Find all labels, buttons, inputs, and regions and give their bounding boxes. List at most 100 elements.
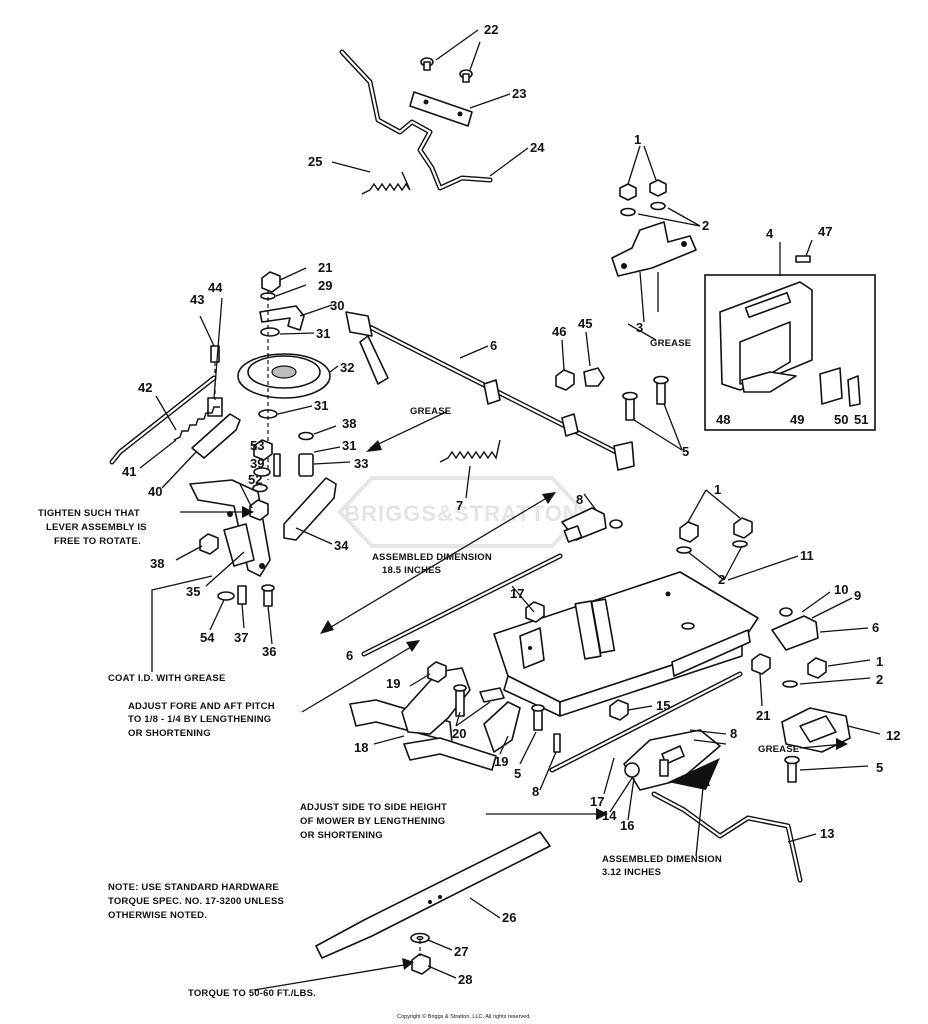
note-hardware-line3: OTHERWISE NOTED. xyxy=(108,910,207,921)
label-19-upper: 19 xyxy=(386,676,400,691)
label-22: 22 xyxy=(484,22,498,37)
label-6-lower: 6 xyxy=(346,648,353,663)
label-2-right: 2 xyxy=(876,672,883,687)
label-36: 36 xyxy=(262,644,276,659)
note-tighten-line3: FREE TO ROTATE. xyxy=(54,536,141,547)
part-5-8-lower-hardware xyxy=(531,704,561,753)
label-51: 51 xyxy=(854,412,868,427)
part-15-21-nuts xyxy=(525,601,771,721)
part-8-clevis-upper xyxy=(561,507,623,543)
label-53: 53 xyxy=(250,438,264,453)
label-3: 3 xyxy=(636,320,643,335)
label-2-top: 2 xyxy=(702,218,709,233)
part-1-2-nuts-top xyxy=(619,179,667,217)
part-35-lever-assembly xyxy=(189,479,271,577)
label-47: 47 xyxy=(818,224,832,239)
label-9: 9 xyxy=(854,588,861,603)
label-35: 35 xyxy=(186,584,200,599)
label-6-upper: 6 xyxy=(490,338,497,353)
part-7-spring xyxy=(439,439,501,463)
label-5-right: 5 xyxy=(876,760,883,775)
label-41: 41 xyxy=(122,464,136,479)
label-43: 43 xyxy=(190,292,204,307)
note-grease-bracket: GREASE xyxy=(650,338,691,349)
label-48: 48 xyxy=(716,412,730,427)
label-30: 30 xyxy=(330,298,344,313)
note-torque: TORQUE TO 50-60 FT./LBS. xyxy=(188,988,316,999)
watermark-text: BRIGGS&STRATTON xyxy=(344,501,579,526)
part-3-bracket xyxy=(611,221,697,277)
label-15: 15 xyxy=(656,698,670,713)
label-17-lower: 17 xyxy=(590,794,604,809)
note-grease-right: GREASE xyxy=(758,744,799,755)
label-13: 13 xyxy=(820,826,834,841)
label-1-top: 1 xyxy=(634,132,641,147)
callout-arrows xyxy=(151,323,848,991)
label-26: 26 xyxy=(502,910,516,925)
note-pitch-line1: ADJUST FORE AND AFT PITCH xyxy=(128,701,275,712)
part-22-bolts xyxy=(420,57,473,83)
note-assembled-dimension2-line2: 3.12 INCHES xyxy=(602,867,661,878)
part-14-16-adjust-link xyxy=(623,729,721,791)
label-20: 20 xyxy=(452,726,466,741)
label-16: 16 xyxy=(620,818,634,833)
label-6-right: 6 xyxy=(872,620,879,635)
note-assembled-dimension-line1: ASSEMBLED DIMENSION xyxy=(372,552,492,563)
part-34-lever xyxy=(283,477,337,541)
label-8-right: 8 xyxy=(730,726,737,741)
part-5-bolts-upper xyxy=(622,375,669,421)
label-19-lower: 19 xyxy=(494,754,508,769)
part-12-bracket xyxy=(781,657,851,783)
note-tighten-line1: TIGHTEN SUCH THAT xyxy=(38,508,140,519)
label-31-c: 31 xyxy=(342,438,356,453)
part-4-kit-box xyxy=(704,255,876,431)
label-1-right: 1 xyxy=(876,654,883,669)
part-13-lift-arm xyxy=(651,791,803,883)
label-21-lower: 21 xyxy=(756,708,770,723)
label-4: 4 xyxy=(766,226,774,241)
label-38-lower: 38 xyxy=(150,556,164,571)
part-23-plate xyxy=(409,91,473,127)
label-12: 12 xyxy=(886,728,900,743)
part-24-lift-rod xyxy=(339,49,493,191)
label-40: 40 xyxy=(148,484,162,499)
note-pitch-line3: OR SHORTENING xyxy=(128,728,211,739)
label-38-upper: 38 xyxy=(342,416,356,431)
part-number-labels: 22 23 24 25 1 2 3 4 47 48 49 50 51 45 46… xyxy=(122,22,900,987)
label-10: 10 xyxy=(834,582,848,597)
label-23: 23 xyxy=(512,86,526,101)
part-25-spring xyxy=(361,171,411,195)
label-18: 18 xyxy=(354,740,368,755)
label-46: 46 xyxy=(552,324,566,339)
label-34: 34 xyxy=(334,538,349,553)
part-40-lever xyxy=(191,413,241,459)
label-28: 28 xyxy=(458,972,472,987)
label-8-lower: 8 xyxy=(532,784,539,799)
part-36-38-54-hardware xyxy=(199,533,275,607)
note-hardware-line2: TORQUE SPEC. NO. 17-3200 UNLESS xyxy=(108,896,284,907)
label-54: 54 xyxy=(200,630,215,645)
part-42-link-rod xyxy=(109,375,217,465)
part-6-rocker-shaft xyxy=(345,311,635,471)
label-21-upper: 21 xyxy=(318,260,332,275)
label-14: 14 xyxy=(602,808,617,823)
label-39: 39 xyxy=(250,456,264,471)
label-37: 37 xyxy=(234,630,248,645)
note-assembled-dimension-line2: 18.5 INCHES xyxy=(382,565,441,576)
label-17-upper: 17 xyxy=(510,586,524,601)
label-5-lower: 5 xyxy=(514,766,521,781)
part-45-46-nuts xyxy=(555,367,605,391)
part-9-10-clevis xyxy=(771,607,819,651)
part-30-32-pulley-assembly xyxy=(237,271,331,480)
diagram-notes: GREASE GREASE GREASE TIGHTEN SUCH THAT L… xyxy=(38,338,799,999)
note-side-height-line3: OR SHORTENING xyxy=(300,830,383,841)
label-33: 33 xyxy=(354,456,368,471)
label-32: 32 xyxy=(340,360,354,375)
label-2-middle: 2 xyxy=(718,572,725,587)
note-tighten-line2: LEVER ASSEMBLY IS xyxy=(46,522,147,533)
part-41-spring xyxy=(173,406,220,441)
note-coat-grease: COAT I.D. WITH GREASE xyxy=(108,673,226,684)
label-31-b: 31 xyxy=(314,398,328,413)
part-17-rods xyxy=(361,553,743,773)
